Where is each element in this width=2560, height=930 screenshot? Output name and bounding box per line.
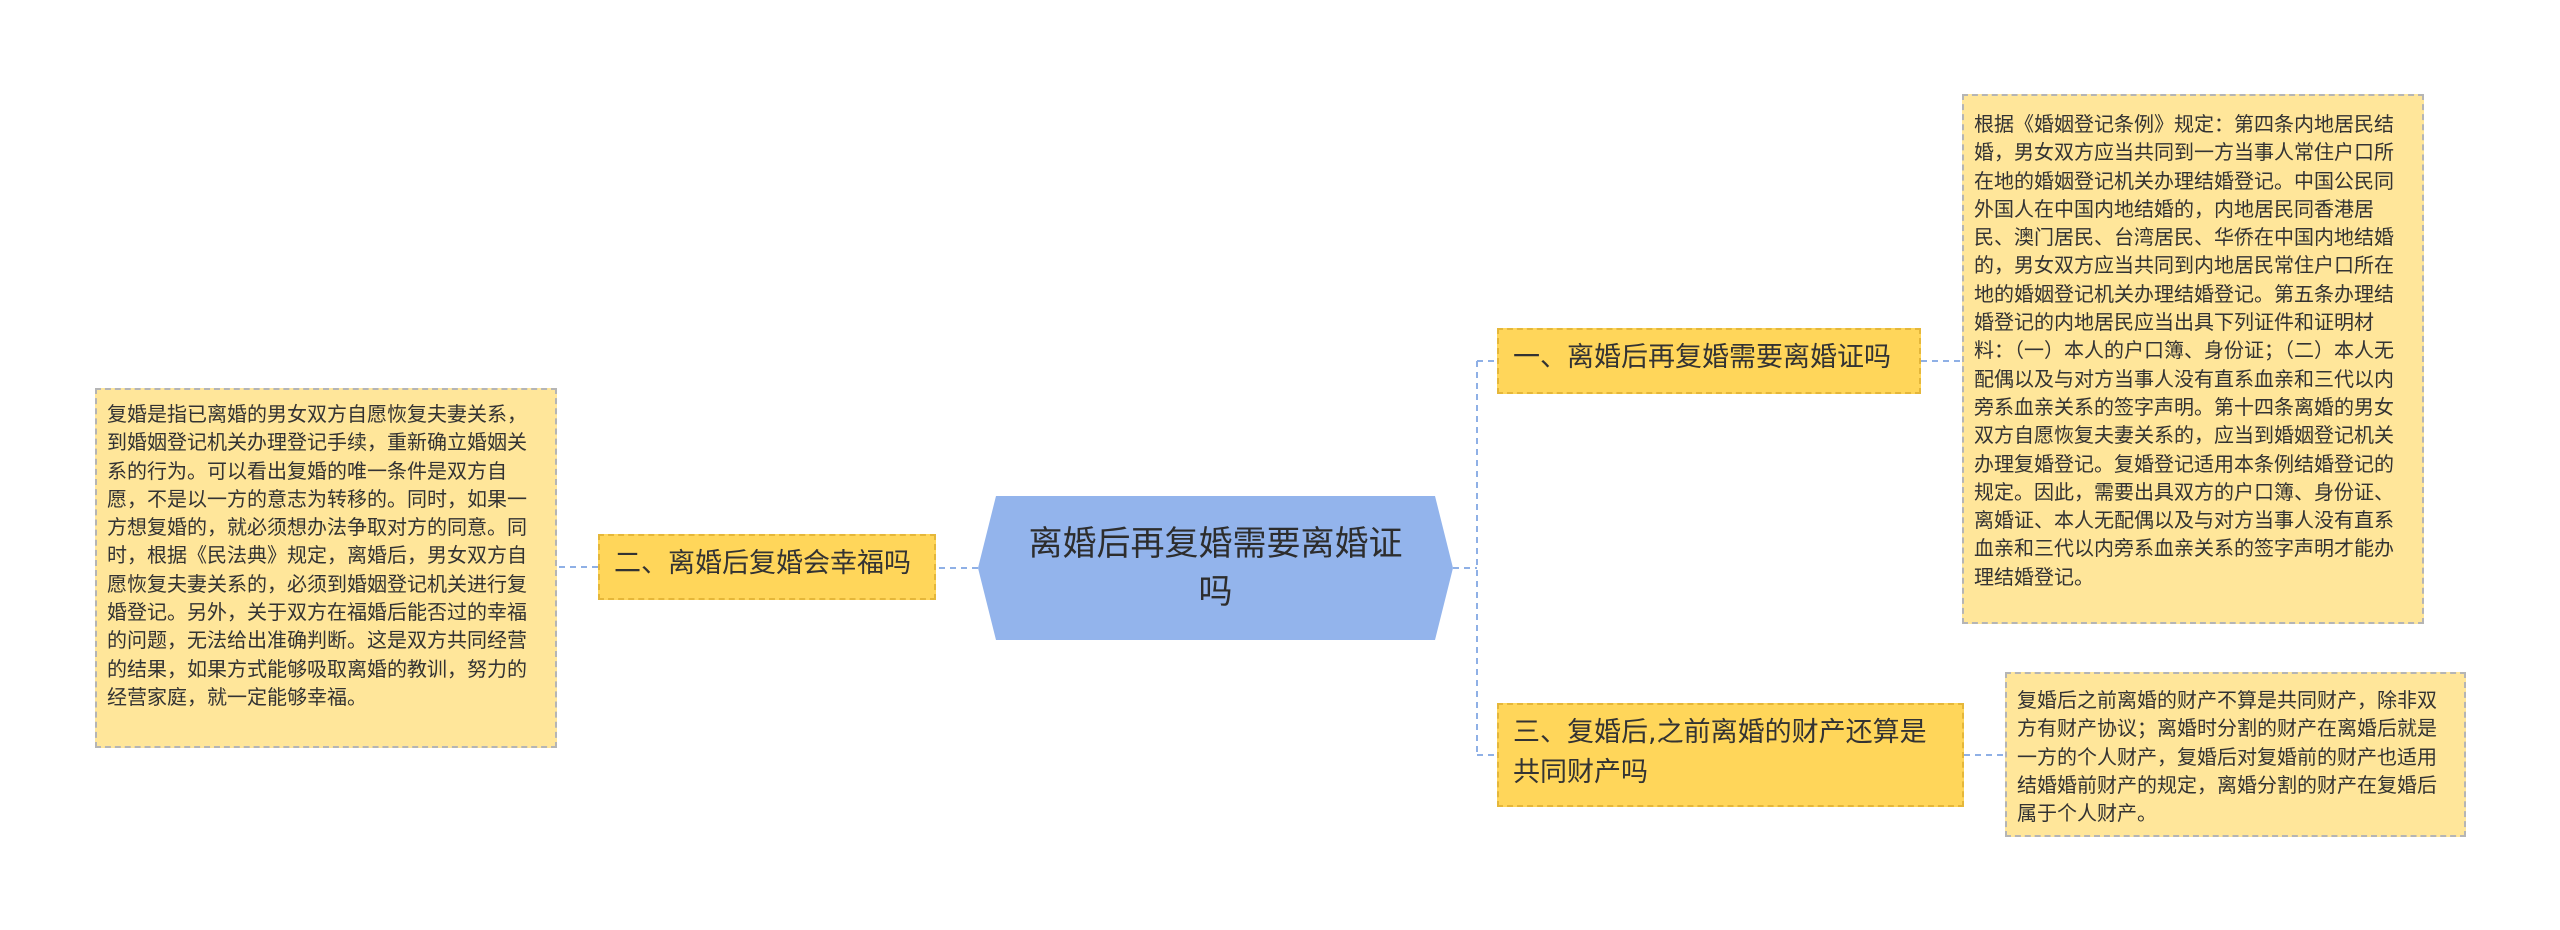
central-topic-label: 离婚后再复婚需要离婚证吗 (1028, 524, 1403, 612)
branch-topic-2[interactable]: 二、离婚后复婚会幸福吗 (598, 534, 936, 600)
detail-note-3[interactable]: 复婚后之前离婚的财产不算是共同财产，除非双方有财产协议；离婚时分割的财产在离婚后… (2005, 672, 2466, 837)
detail-note-1-text: 根据《婚姻登记条例》规定：第四条内地居民结婚，男女双方应当共同到一方当事人常住户… (1974, 112, 2394, 589)
detail-note-3-text: 复婚后之前离婚的财产不算是共同财产，除非双方有财产协议；离婚时分割的财产在离婚后… (2017, 688, 2437, 826)
branch-topic-2-label: 二、离婚后复婚会幸福吗 (614, 548, 911, 579)
branch-topic-3-label: 三、复婚后,之前离婚的财产还算是共同财产吗 (1513, 717, 1927, 788)
detail-note-2[interactable]: 复婚是指已离婚的男女双方自愿恢复夫妻关系，到婚姻登记机关办理登记手续，重新确立婚… (95, 388, 557, 748)
central-topic[interactable]: 离婚后再复婚需要离婚证吗 (978, 496, 1453, 640)
branch-topic-3[interactable]: 三、复婚后,之前离婚的财产还算是共同财产吗 (1497, 703, 1964, 807)
branch-topic-1[interactable]: 一、离婚后再复婚需要离婚证吗 (1497, 328, 1921, 394)
detail-note-1[interactable]: 根据《婚姻登记条例》规定：第四条内地居民结婚，男女双方应当共同到一方当事人常住户… (1962, 94, 2424, 624)
branch-topic-1-label: 一、离婚后再复婚需要离婚证吗 (1513, 342, 1891, 373)
detail-note-2-text: 复婚是指已离婚的男女双方自愿恢复夫妻关系，到婚姻登记机关办理登记手续，重新确立婚… (107, 402, 527, 709)
